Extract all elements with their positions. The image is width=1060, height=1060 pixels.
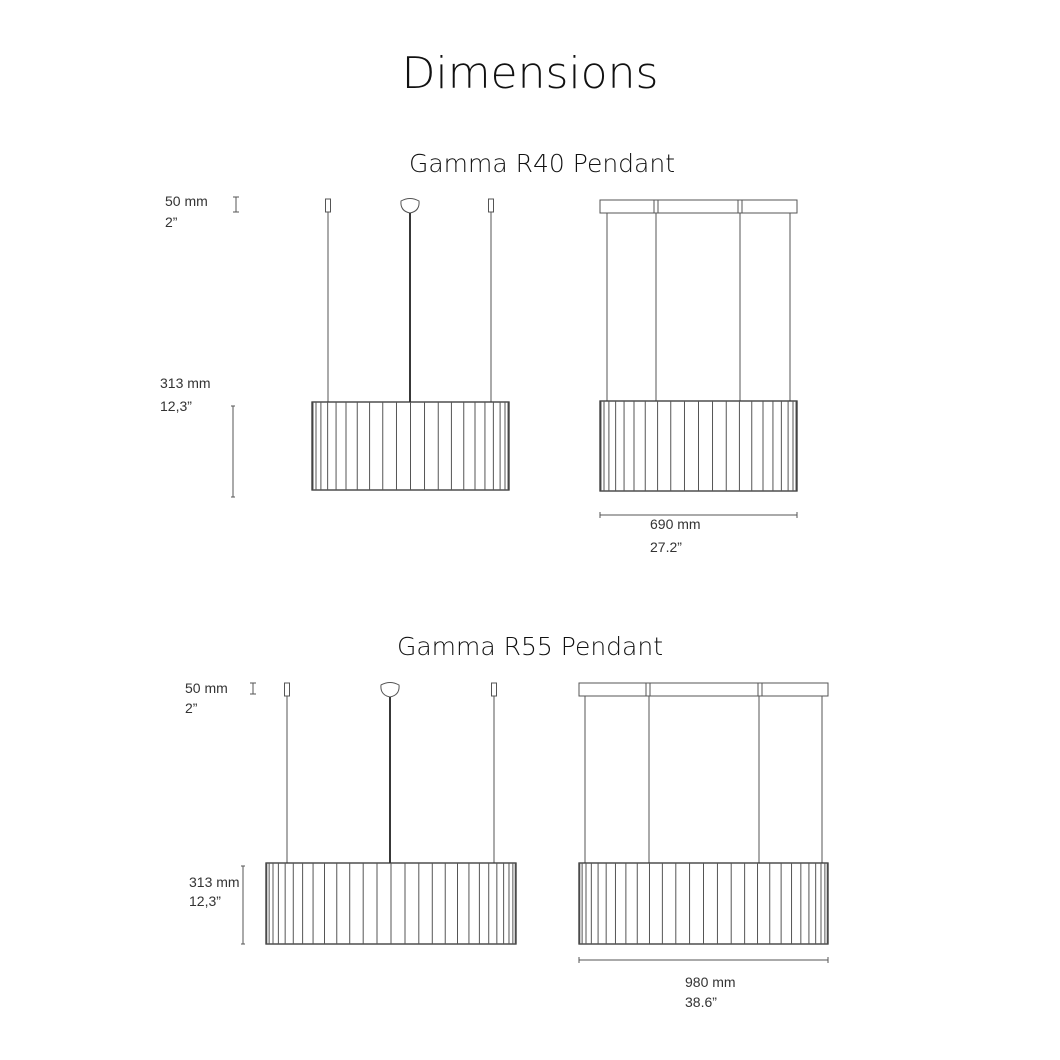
central-canopy-icon (400, 198, 420, 214)
side-view (599, 199, 798, 492)
shade-height-dimension-line (231, 405, 235, 498)
product-title: Gamma R40 Pendant (409, 149, 675, 178)
canopy-bar (599, 199, 798, 214)
canopy-height-mm: 50 mm (185, 680, 228, 696)
width-in: 27.2” (650, 539, 682, 555)
width-dimension-line (578, 957, 829, 963)
front-view (265, 682, 517, 945)
shade-height-dimension-line (241, 865, 245, 945)
canopy-height-mm: 50 mm (165, 193, 208, 209)
product-title: Gamma R55 Pendant (397, 632, 663, 661)
canopy-dimension-marker (250, 682, 256, 695)
canopy-icon (284, 682, 290, 697)
canopy-icon (488, 198, 494, 213)
canopy-height-in: 2” (165, 214, 178, 230)
front-view (311, 198, 510, 491)
width-in: 38.6” (685, 994, 717, 1010)
width-mm: 690 mm (650, 516, 701, 532)
canopy-icon (325, 198, 331, 213)
canopy-bar (578, 682, 829, 697)
page-title: Dimensions (402, 48, 659, 99)
width-mm: 980 mm (685, 974, 736, 990)
central-canopy-icon (380, 682, 400, 698)
product-r55: Gamma R55 Pendant 50 mm 2” 313 mm 12,3” … (185, 632, 829, 1010)
product-r40: Gamma R40 Pendant 50 mm 2” 313 mm 12,3” … (160, 149, 798, 555)
shade-height-in: 12,3” (189, 893, 221, 909)
shade-height-in: 12,3” (160, 398, 192, 414)
canopy-icon (491, 682, 497, 697)
width-dimension-line (599, 512, 798, 518)
shade-height-mm: 313 mm (189, 874, 240, 890)
canopy-height-in: 2” (185, 700, 198, 716)
canopy-dimension-marker (233, 196, 239, 213)
shade-height-mm: 313 mm (160, 375, 211, 391)
side-view (578, 682, 829, 945)
